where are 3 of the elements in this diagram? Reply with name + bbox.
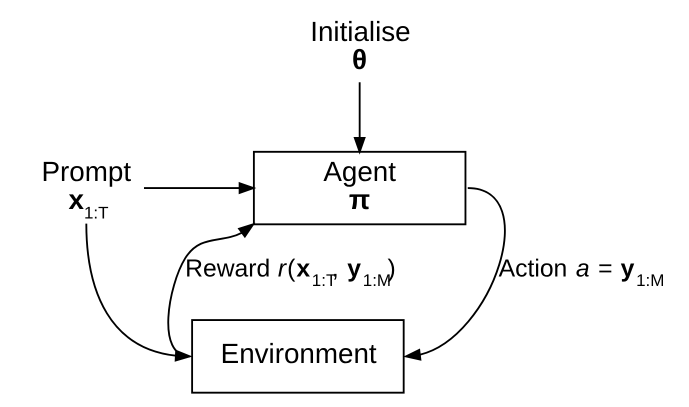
node-text: Initialise θ — [310, 16, 410, 75]
edge-label: Action a = y$_{1:M}$ — [498, 256, 664, 290]
node-text: Prompt x$_{1:T}$ — [41, 156, 131, 222]
